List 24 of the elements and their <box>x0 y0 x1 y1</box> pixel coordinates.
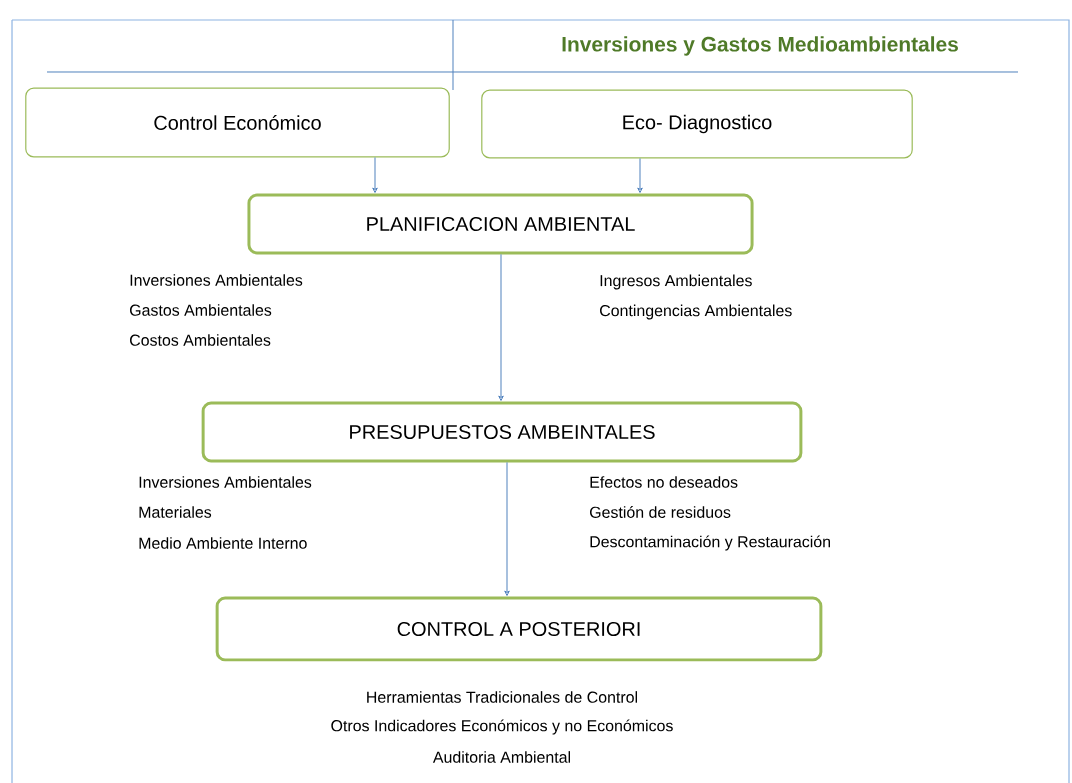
list-item: Inversiones Ambientales <box>139 476 312 488</box>
arrow <box>637 157 643 193</box>
list-item: Otros Indicadores Económicos y no Económicos <box>331 719 673 735</box>
list-item: Materiales <box>139 506 212 518</box>
arrow <box>372 156 378 193</box>
title: Inversiones y Gastos Medioambientales <box>562 36 958 56</box>
process-box: PRESUPUESTOS AMBEINTALES <box>201 401 803 463</box>
process-box: Control Económico <box>25 87 450 158</box>
list-item: Gastos Ambientales <box>130 304 272 316</box>
list-item: Contingencias Ambientales <box>600 304 792 320</box>
list-item: Efectos no deseados <box>590 476 738 488</box>
list-item: Ingresos Ambientales <box>600 274 752 290</box>
process-box: PLANIFICACION AMBIENTAL <box>247 193 754 255</box>
arrow <box>504 461 510 596</box>
list-item: Medio Ambiente Interno <box>139 537 307 549</box>
arrow <box>498 253 504 401</box>
list-item: Inversiones Ambientales <box>130 274 303 286</box>
list-item: Herramientas Tradicionales de Control <box>367 691 637 703</box>
process-box: Eco- Diagnostico <box>481 89 913 159</box>
list-item: Auditoria Ambiental <box>432 751 570 763</box>
list-item: Costos Ambientales <box>130 334 271 346</box>
process-box: CONTROL A POSTERIORI <box>215 596 823 662</box>
list-item: Descontaminación y Restauración <box>590 535 830 551</box>
list-item: Gestión de residuos <box>590 506 731 518</box>
